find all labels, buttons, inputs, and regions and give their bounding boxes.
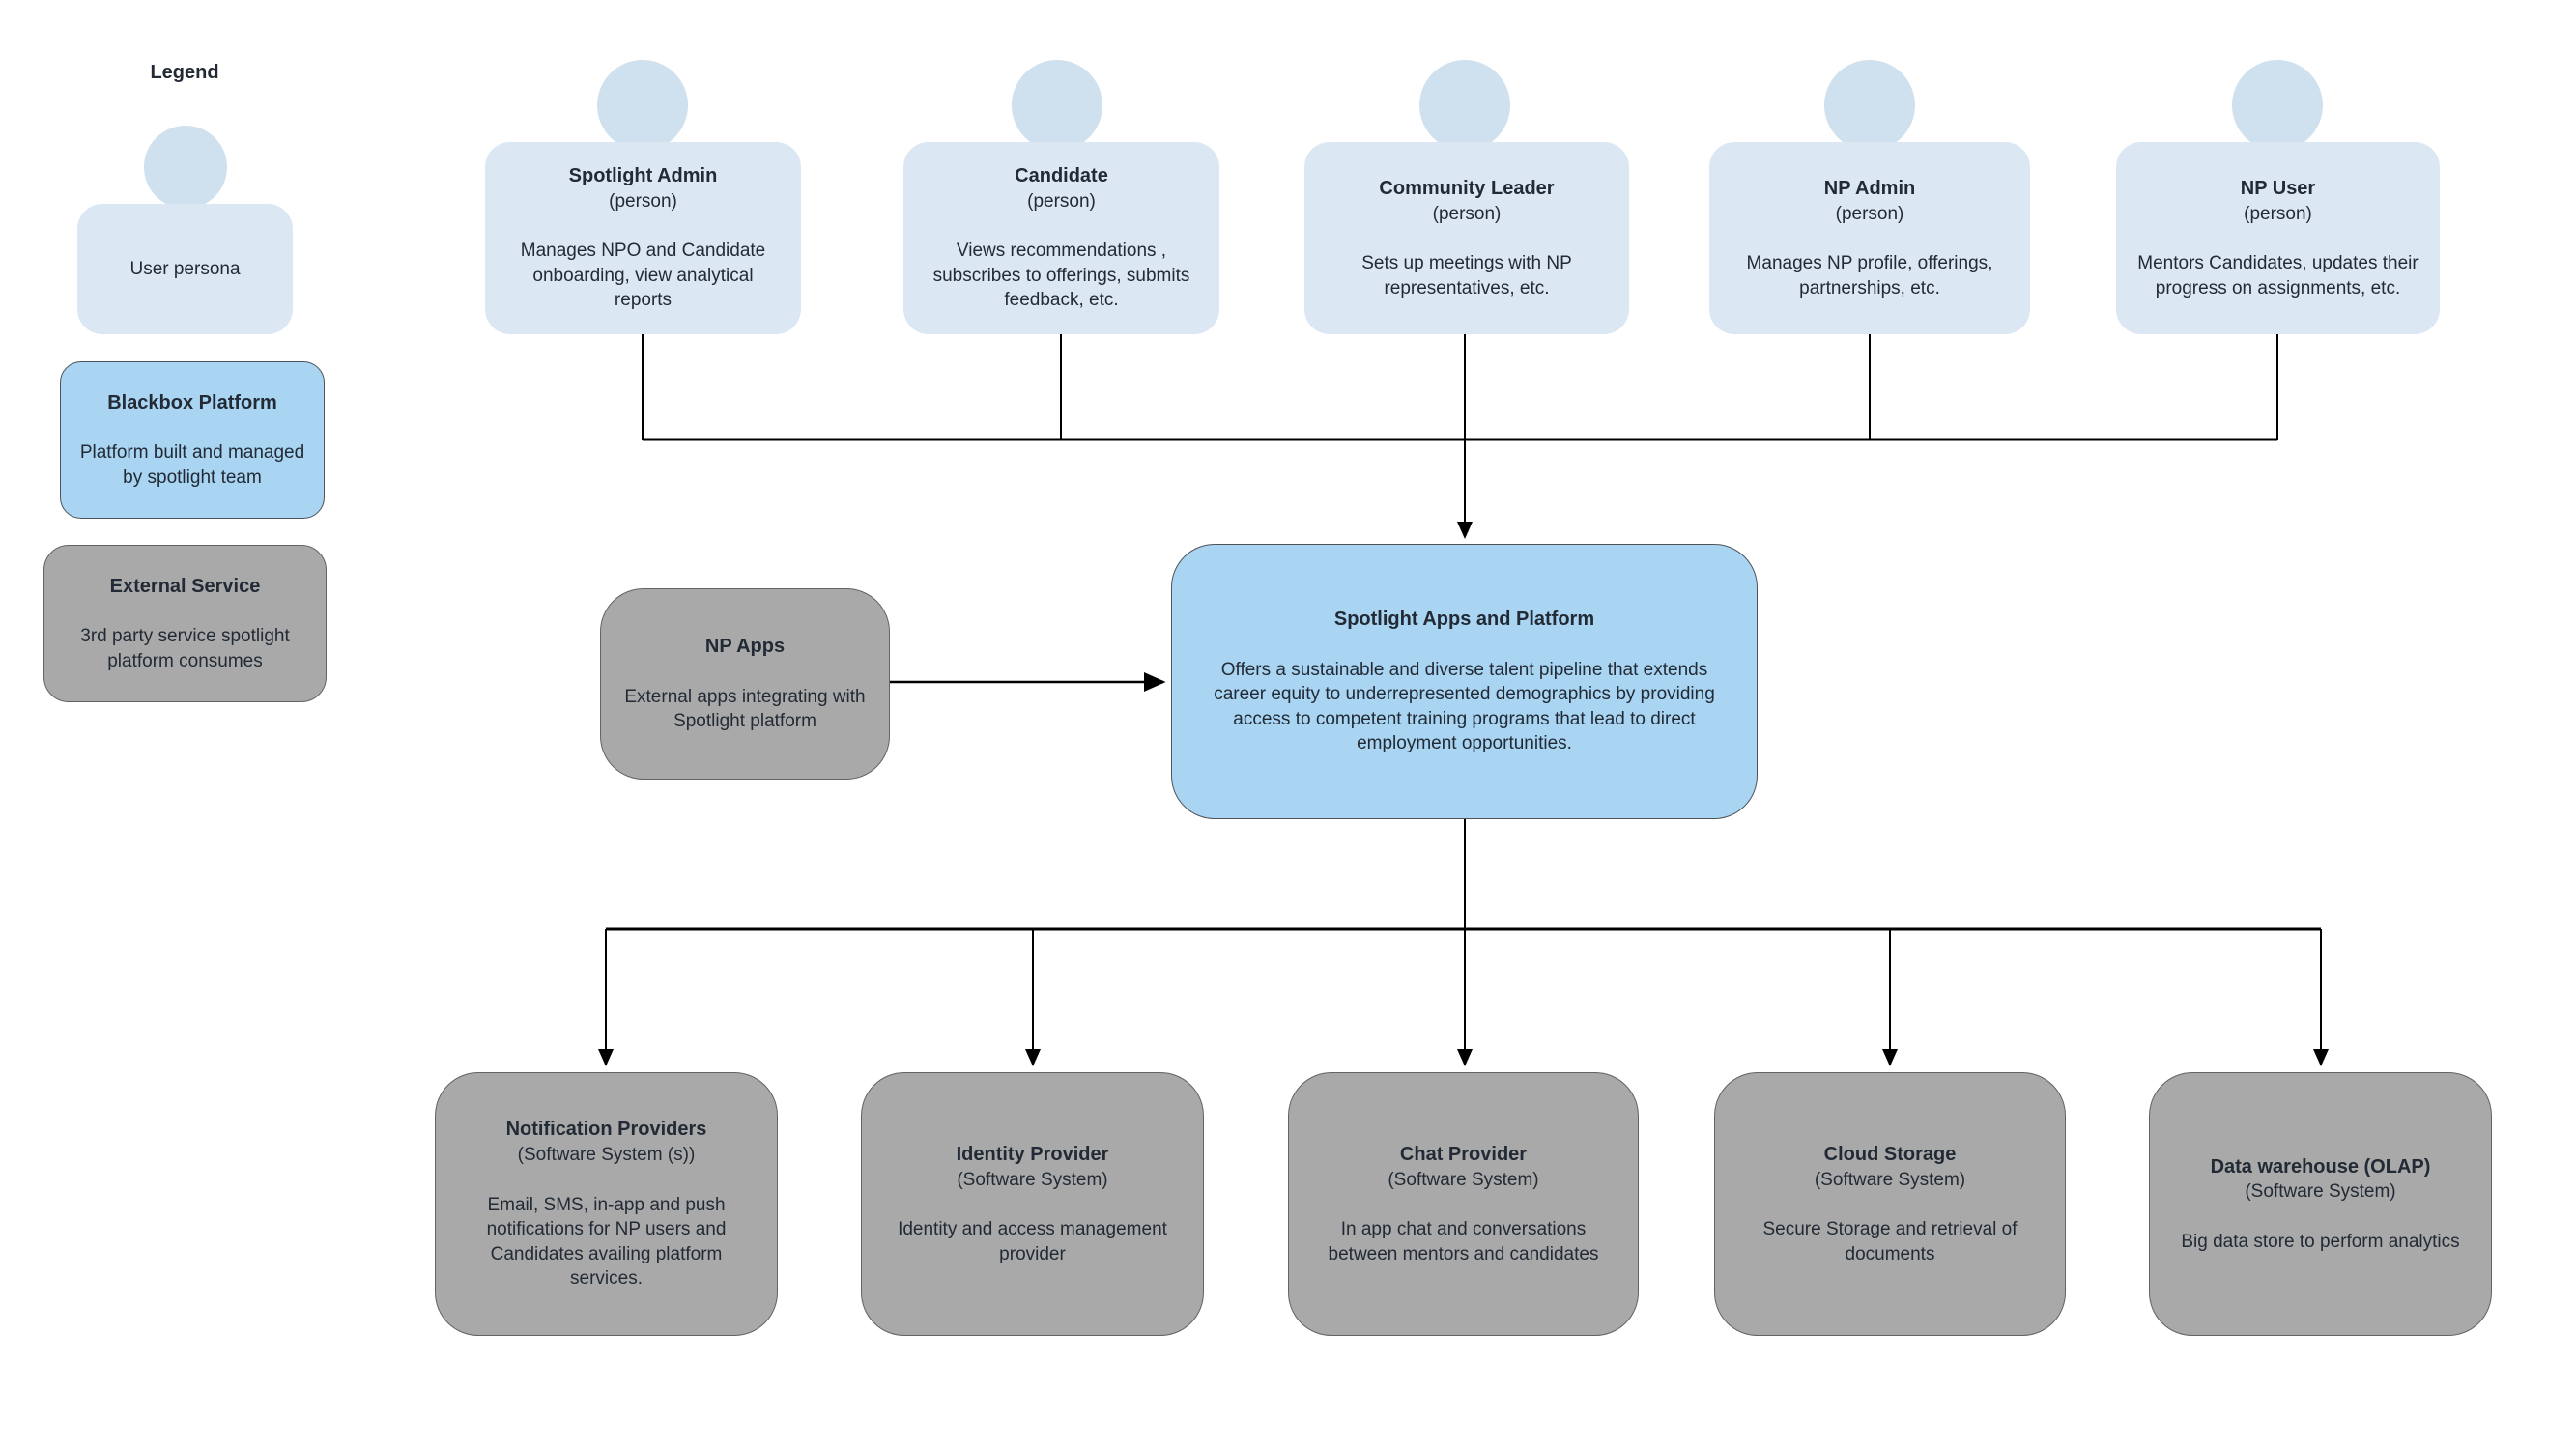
service-name: Cloud Storage	[1823, 1143, 1957, 1165]
service-desc: In app chat and conversations between me…	[1328, 1219, 1599, 1264]
service-name: Data warehouse (OLAP)	[2210, 1155, 2431, 1178]
persona-community-leader: Community Leader (person) Sets up meetin…	[1304, 142, 1629, 334]
person-head-icon	[2232, 60, 2323, 151]
np-apps-desc: External apps integrating with Spotlight…	[624, 686, 866, 732]
persona-desc: Mentors Candidates, updates their progre…	[2137, 253, 2419, 298]
legend-user-persona-label: User persona	[129, 258, 241, 279]
persona-np-admin: NP Admin (person) Manages NP profile, of…	[1709, 142, 2030, 334]
persona-desc: Views recommendations , subscribes to of…	[932, 241, 1190, 311]
service-name: Identity Provider	[956, 1143, 1109, 1165]
persona-type: (person)	[2244, 203, 2312, 224]
service-type: (Software System (s))	[517, 1145, 696, 1166]
legend-title: Legend	[150, 62, 219, 83]
service-notification-providers: Notification Providers (Software System …	[435, 1072, 778, 1336]
persona-type: (person)	[1027, 190, 1096, 212]
service-name: Chat Provider	[1399, 1143, 1528, 1165]
service-chat-provider: Chat Provider (Software System) In app c…	[1288, 1072, 1639, 1336]
legend-external-title: External Service	[109, 575, 261, 597]
legend-blackbox-desc: Platform built and managed by spotlight …	[79, 442, 305, 488]
persona-type: (person)	[609, 190, 677, 212]
service-identity-provider: Identity Provider (Software System) Iden…	[861, 1072, 1204, 1336]
persona-type: (person)	[1835, 203, 1904, 224]
persona-spotlight-admin: Spotlight Admin (person) Manages NPO and…	[485, 142, 801, 334]
service-type: (Software System)	[1388, 1169, 1539, 1190]
persona-name: NP User	[2240, 177, 2316, 199]
legend-person-head-icon	[144, 126, 227, 209]
persona-name: Community Leader	[1379, 177, 1555, 199]
service-desc: Email, SMS, in-app and push notification…	[486, 1194, 727, 1290]
service-desc: Identity and access management provider	[898, 1219, 1167, 1264]
persona-name: NP Admin	[1823, 177, 1916, 199]
person-head-icon	[1012, 60, 1102, 151]
spotlight-platform-title: Spotlight Apps and Platform	[1333, 609, 1595, 631]
service-data-warehouse: Data warehouse (OLAP) (Software System) …	[2149, 1072, 2492, 1336]
person-head-icon	[597, 60, 688, 151]
persona-candidate: Candidate (person) Views recommendations…	[903, 142, 1219, 334]
person-head-icon	[1824, 60, 1915, 151]
service-name: Notification Providers	[505, 1119, 707, 1141]
service-type: (Software System)	[957, 1169, 1108, 1190]
legend-user-persona-box: User persona	[77, 204, 293, 334]
person-head-icon	[1419, 60, 1510, 151]
service-cloud-storage: Cloud Storage (Software System) Secure S…	[1714, 1072, 2066, 1336]
legend-blackbox-title: Blackbox Platform	[107, 391, 277, 413]
spotlight-platform-box: Spotlight Apps and Platform Offers a sus…	[1171, 544, 1758, 819]
legend-blackbox-platform-box: Blackbox Platform Platform built and man…	[60, 361, 325, 519]
persona-desc: Sets up meetings with NP representatives…	[1361, 253, 1572, 298]
persona-np-user: NP User (person) Mentors Candidates, upd…	[2116, 142, 2440, 334]
service-type: (Software System)	[1814, 1169, 1966, 1190]
spotlight-platform-desc: Offers a sustainable and diverse talent …	[1214, 659, 1715, 754]
persona-name: Spotlight Admin	[568, 165, 718, 187]
persona-desc: Manages NP profile, offerings, partnersh…	[1746, 253, 1993, 298]
persona-type: (person)	[1432, 203, 1502, 224]
service-desc: Big data store to perform analytics	[2181, 1231, 2460, 1252]
persona-name: Candidate	[1015, 165, 1108, 187]
legend-external-service-box: External Service 3rd party service spotl…	[43, 545, 327, 702]
np-apps-title: NP Apps	[704, 636, 786, 658]
np-apps-box: NP Apps External apps integrating with S…	[600, 588, 890, 780]
legend-external-desc: 3rd party service spotlight platform con…	[80, 626, 290, 671]
service-desc: Secure Storage and retrieval of document…	[1762, 1219, 2018, 1264]
service-type: (Software System)	[2245, 1181, 2396, 1203]
persona-desc: Manages NPO and Candidate onboarding, vi…	[520, 241, 766, 311]
